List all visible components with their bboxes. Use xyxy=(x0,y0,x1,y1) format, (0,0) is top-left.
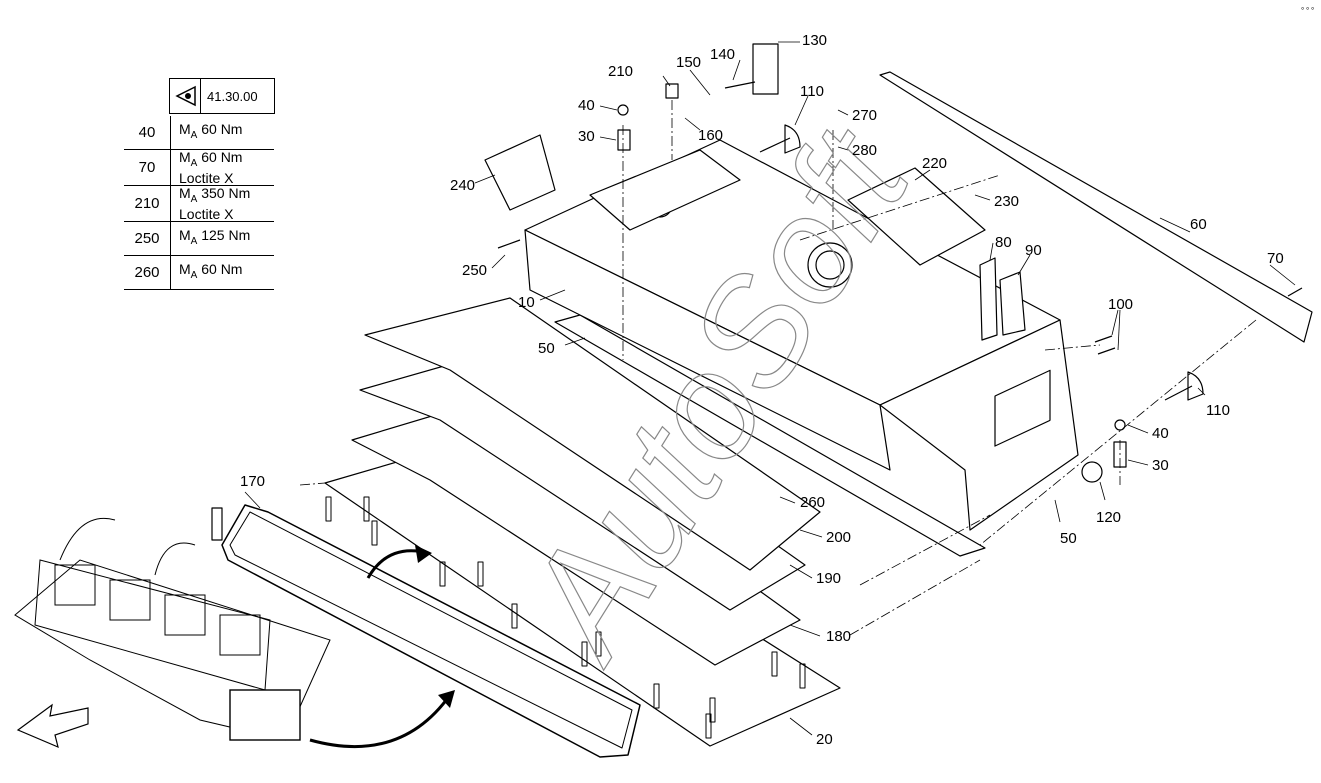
hose-170 xyxy=(221,504,641,758)
torque-value: 60 Nm xyxy=(201,121,243,138)
callout-220: 220 xyxy=(922,155,948,172)
main-frame-10-end xyxy=(879,319,1079,531)
torque-symbol: MA xyxy=(179,121,198,141)
callout-80: 80 xyxy=(995,234,1012,251)
torque-spec: MA 125 Nm xyxy=(170,221,274,256)
torque-position: 210 xyxy=(124,185,171,222)
callout-40-upper: 40 xyxy=(578,97,595,114)
center-lines xyxy=(299,100,1257,636)
torque-symbol: MA xyxy=(179,260,198,281)
torque-row: 210 MA 350 Nm Loctite X xyxy=(124,184,274,222)
pin-140 xyxy=(724,81,756,89)
callout-40-lower: 40 xyxy=(1152,425,1169,442)
callout-280: 280 xyxy=(852,142,878,159)
torque-spec: MA 60 Nm Loctite X xyxy=(170,149,274,186)
torque-value: 60 Nm xyxy=(201,260,243,277)
gasket-50 xyxy=(554,314,986,557)
callout-200: 200 xyxy=(826,529,852,546)
callout-20: 20 xyxy=(816,731,833,748)
curved-arrows xyxy=(309,549,452,748)
callout-250: 250 xyxy=(462,262,488,279)
view-reference-code: 41.30.00 xyxy=(207,88,258,104)
sleeve-30-upper xyxy=(617,129,631,151)
torque-row: 70 MA 60 Nm Loctite X xyxy=(124,149,274,186)
torque-symbol: MA xyxy=(179,149,198,169)
view-reference-box: 41.30.00 xyxy=(169,78,275,114)
callout-160: 160 xyxy=(698,127,724,144)
callout-260: 260 xyxy=(800,494,826,511)
torque-note: Loctite X xyxy=(179,169,234,186)
callout-50-upper: 50 xyxy=(538,340,555,357)
nut-40-lower xyxy=(1114,419,1126,431)
eye-view-icon xyxy=(170,79,201,113)
block-130 xyxy=(752,43,779,95)
nut-40-upper xyxy=(617,104,629,116)
callout-240: 240 xyxy=(450,177,476,194)
callout-110-upper: 110 xyxy=(800,83,824,100)
plate-220 xyxy=(847,167,986,266)
callout-100: 100 xyxy=(1108,296,1134,313)
bracket-plate xyxy=(589,149,741,231)
callout-10: 10 xyxy=(518,294,535,311)
bracket-80 xyxy=(979,257,998,341)
frame-window xyxy=(994,369,1051,447)
callout-110-right: 110 xyxy=(1206,402,1230,419)
machine-overview-thumbnail xyxy=(14,517,331,749)
bolt-110-upper xyxy=(759,124,801,154)
callout-170: 170 xyxy=(240,473,266,490)
callout-120: 120 xyxy=(1096,509,1122,526)
bolt-250 xyxy=(497,239,521,249)
torque-value: 125 Nm xyxy=(201,226,251,243)
plate-200 xyxy=(364,297,821,571)
base-plate-studs xyxy=(325,496,806,739)
callout-270: 270 xyxy=(852,107,878,124)
callout-70: 70 xyxy=(1267,250,1284,267)
corner-mark-icon: ∘∘∘ xyxy=(1299,4,1315,13)
callout-230: 230 xyxy=(994,193,1020,210)
hose-fitting xyxy=(211,507,223,541)
bolt-100b xyxy=(1097,347,1116,355)
callout-140: 140 xyxy=(710,46,736,63)
callout-30-upper: 30 xyxy=(578,128,595,145)
callout-30-lower: 30 xyxy=(1152,457,1169,474)
callout-130: 130 xyxy=(802,32,828,49)
torque-spec: MA 60 Nm xyxy=(170,116,274,150)
torque-symbol: MA xyxy=(179,184,198,205)
bar-60 xyxy=(879,71,1313,343)
torque-position: 250 xyxy=(124,221,171,256)
view-direction-arrow xyxy=(16,703,89,749)
torque-value: 350 Nm xyxy=(201,184,251,201)
frame-bore-2 xyxy=(807,242,853,288)
torque-position: 260 xyxy=(124,255,171,290)
bracket-90 xyxy=(999,271,1026,336)
torque-position: 40 xyxy=(124,116,171,150)
torque-position: 70 xyxy=(124,149,171,186)
bolt-210 xyxy=(665,83,679,99)
torque-note: Loctite X xyxy=(179,205,234,222)
callout-190: 190 xyxy=(816,570,842,587)
nut-120 xyxy=(1081,461,1103,483)
callout-180: 180 xyxy=(826,628,852,645)
bolt-110-right xyxy=(1164,371,1204,401)
bracket-240 xyxy=(484,134,556,211)
torque-symbol: MA xyxy=(179,226,198,247)
callout-150: 150 xyxy=(676,54,702,71)
bolt-70 xyxy=(1287,287,1303,297)
callout-60: 60 xyxy=(1190,216,1207,233)
torque-value: 60 Nm xyxy=(201,149,243,165)
callout-90: 90 xyxy=(1025,242,1042,259)
callout-210: 210 xyxy=(608,63,634,80)
torque-spec: MA 350 Nm Loctite X xyxy=(170,184,274,222)
callout-50-lower: 50 xyxy=(1060,530,1077,547)
leader-lines xyxy=(244,41,1296,736)
torque-spec: MA 60 Nm xyxy=(170,255,274,290)
bolt-100a xyxy=(1094,335,1113,343)
main-frame-10-side xyxy=(524,229,891,471)
